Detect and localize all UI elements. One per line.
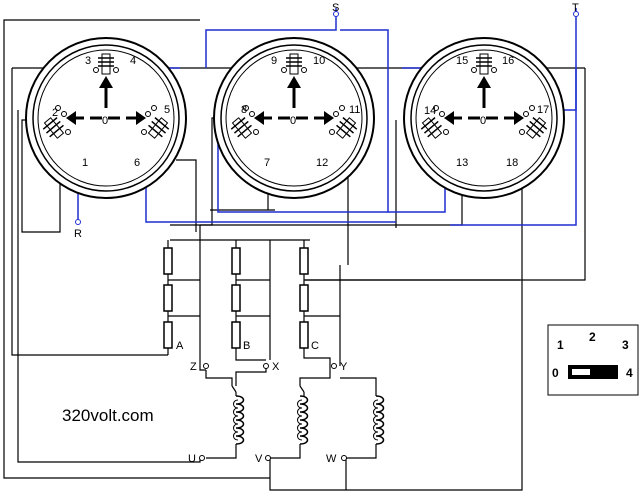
contact-label: 1: [82, 157, 88, 169]
resistor-column-b: [231, 247, 241, 349]
contact-label: 17: [537, 104, 549, 116]
coil-3: [372, 395, 385, 445]
switch-3-center-label: 0: [480, 115, 486, 127]
supply-label-s: S: [332, 2, 339, 14]
terminal-s: [333, 11, 339, 17]
winding-label-y: Y: [340, 361, 348, 373]
contact-label: 12: [316, 157, 328, 169]
winding-label-w: W: [326, 453, 337, 465]
coil-2: [296, 395, 309, 445]
winding-label-u: U: [188, 453, 196, 465]
contact-label: 15: [456, 55, 468, 67]
terminal-z: [203, 363, 209, 369]
contact-label: 4: [130, 55, 136, 67]
contact-label: 14: [424, 105, 436, 117]
resistor-label-a: A: [176, 340, 184, 352]
contact-label: 6: [134, 157, 140, 169]
contact-label: 16: [502, 55, 514, 67]
terminal-r: [75, 219, 81, 225]
contact-label: 13: [456, 157, 468, 169]
winding-label-z: Z: [190, 361, 197, 373]
position-number-4: 4: [626, 366, 633, 380]
coil-1: [232, 395, 245, 445]
contact-label: 11: [349, 104, 360, 116]
contact-label: 18: [506, 157, 518, 169]
resistor-label-c: C: [311, 340, 319, 352]
resistor-column-c: [299, 247, 309, 349]
switch-2-center-label: 0: [290, 115, 296, 127]
terminal-w: [341, 455, 347, 461]
position-number-0: 0: [552, 366, 559, 380]
switch-1-center-label: 0: [102, 115, 108, 127]
contact-label: 3: [85, 55, 91, 67]
contact-label: 2: [52, 107, 58, 119]
contact-label: 10: [313, 55, 325, 67]
contact-label: 8: [241, 104, 247, 116]
winding-label-x: X: [272, 361, 280, 373]
terminal-u: [199, 455, 205, 461]
resistor-label-b: B: [243, 340, 250, 352]
position-number-3: 3: [622, 338, 629, 352]
position-indicator: [547, 324, 639, 396]
position-number-2: 2: [589, 330, 596, 344]
winding-label-v: V: [255, 453, 263, 465]
terminal-t: [573, 11, 579, 17]
resistor-column-a: [163, 247, 173, 349]
contact-label: 7: [264, 157, 270, 169]
supply-label-r: R: [74, 228, 82, 240]
terminal-x: [263, 363, 269, 369]
watermark-text: 320volt.com: [62, 406, 154, 425]
contact-label: 9: [271, 55, 277, 67]
position-number-1: 1: [557, 338, 564, 352]
terminal-v: [265, 455, 271, 461]
contact-label: 5: [164, 104, 170, 116]
terminal-y: [331, 363, 337, 369]
supply-label-t: T: [572, 2, 579, 14]
